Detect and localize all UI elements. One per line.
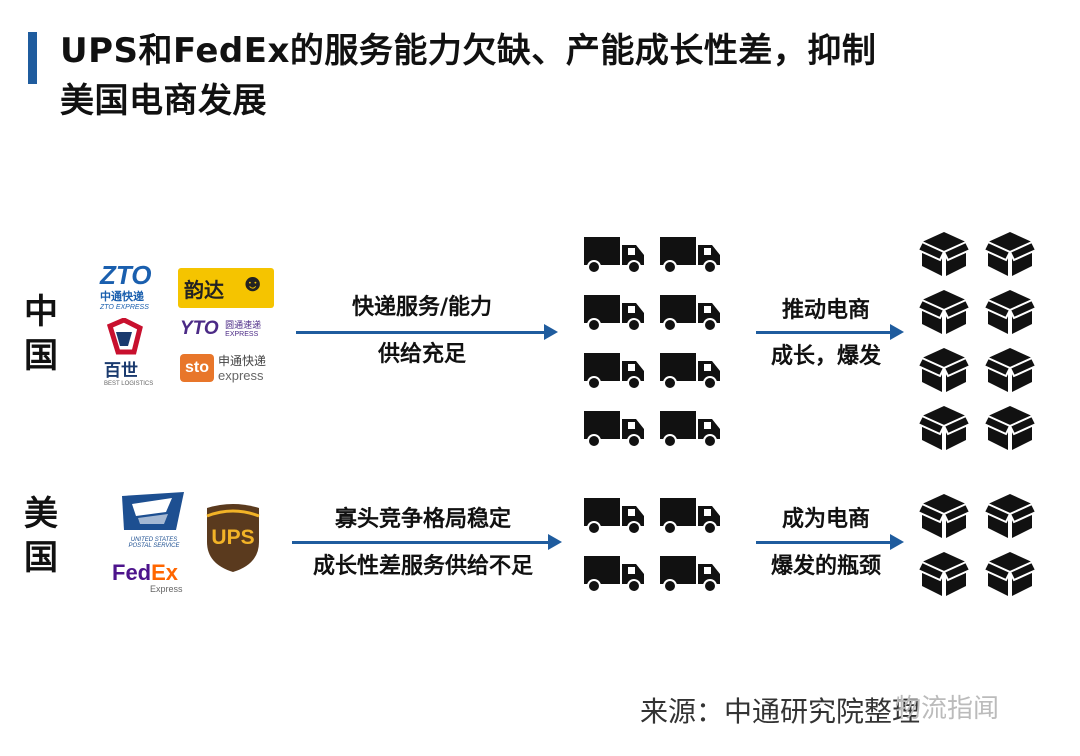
usa-arrow2-text-bottom: 爆发的瓶颈 [770, 554, 881, 579]
usa-label: 美 国 [24, 494, 58, 578]
yto-logo: YTO 圆通速递 EXPRESS [180, 318, 262, 339]
usa-arrow2 [756, 534, 904, 550]
truck-icon [584, 351, 646, 391]
truck-icon [584, 554, 646, 594]
box-icon [984, 548, 1036, 598]
box-icon [984, 402, 1036, 452]
smile-icon: ☻ [240, 270, 266, 297]
title-line-1: UPS和FedEx的服务能力欠缺、产能成长性差，抑制 [60, 31, 877, 71]
truck-icon [660, 409, 722, 449]
truck-icon [584, 293, 646, 333]
truck-icon [584, 496, 646, 536]
box-icon [984, 490, 1036, 540]
china-arrow2-text-bottom: 成长，爆发 [770, 344, 881, 369]
truck-icon [660, 496, 722, 536]
china-arrow1-text-top: 快递服务/能力 [351, 295, 493, 320]
usa-arrow1 [292, 534, 562, 550]
usa-arrow1-text-bottom: 成长性差服务供给不足 [312, 554, 533, 579]
china-arrow1 [296, 324, 558, 340]
truck-icon [660, 235, 722, 275]
china-truck-grid [584, 235, 722, 449]
box-icon [984, 228, 1036, 278]
ups-shield-icon [206, 504, 260, 572]
truck-icon [584, 235, 646, 275]
china-arrow2-text-top: 推动电商 [781, 298, 870, 323]
best-logo: 百世 BEST LOGISTICS [104, 317, 160, 387]
truck-icon [660, 293, 722, 333]
box-icon [984, 344, 1036, 394]
usa-truck-grid [584, 496, 722, 594]
box-icon [918, 490, 970, 540]
china-arrow1-text-bottom: 供给充足 [377, 342, 466, 367]
china-arrow2 [756, 324, 904, 340]
page-title: UPS和FedEx的服务能力欠缺、产能成长性差，抑制 美国电商发展 [60, 26, 1050, 126]
sto-logo: sto 申通快递 express [180, 352, 280, 386]
title-accent-bar [28, 32, 37, 84]
zto-logo: ZTO 中通快递 ZTO EXPRESS [100, 260, 152, 311]
truck-icon [584, 409, 646, 449]
truck-icon [660, 554, 722, 594]
ups-logo: UPS [203, 502, 263, 574]
box-icon [918, 344, 970, 394]
usa-arrow1-text-top: 寡头竞争格局稳定 [334, 507, 511, 532]
usps-logo: UNITED STATES POSTAL SERVICE [118, 490, 190, 549]
box-icon [984, 286, 1036, 336]
source-note: 来源：中通研究院整理 [640, 695, 921, 728]
fedex-logo: FedEx Express [112, 560, 183, 594]
best-mark-icon [106, 317, 143, 355]
box-icon [918, 286, 970, 336]
usa-box-grid [918, 490, 1036, 598]
truck-icon [660, 351, 722, 391]
yunda-logo: 韵达 ☻ [178, 268, 274, 308]
title-line-2: 美国电商发展 [60, 81, 267, 121]
box-icon [918, 402, 970, 452]
watermark: 物流指闻 [895, 694, 1000, 724]
china-label: 中 国 [24, 292, 58, 376]
box-icon [918, 228, 970, 278]
china-box-grid [918, 228, 1036, 452]
eagle-icon [122, 492, 184, 530]
usa-arrow2-text-top: 成为电商 [781, 507, 870, 532]
box-icon [918, 548, 970, 598]
